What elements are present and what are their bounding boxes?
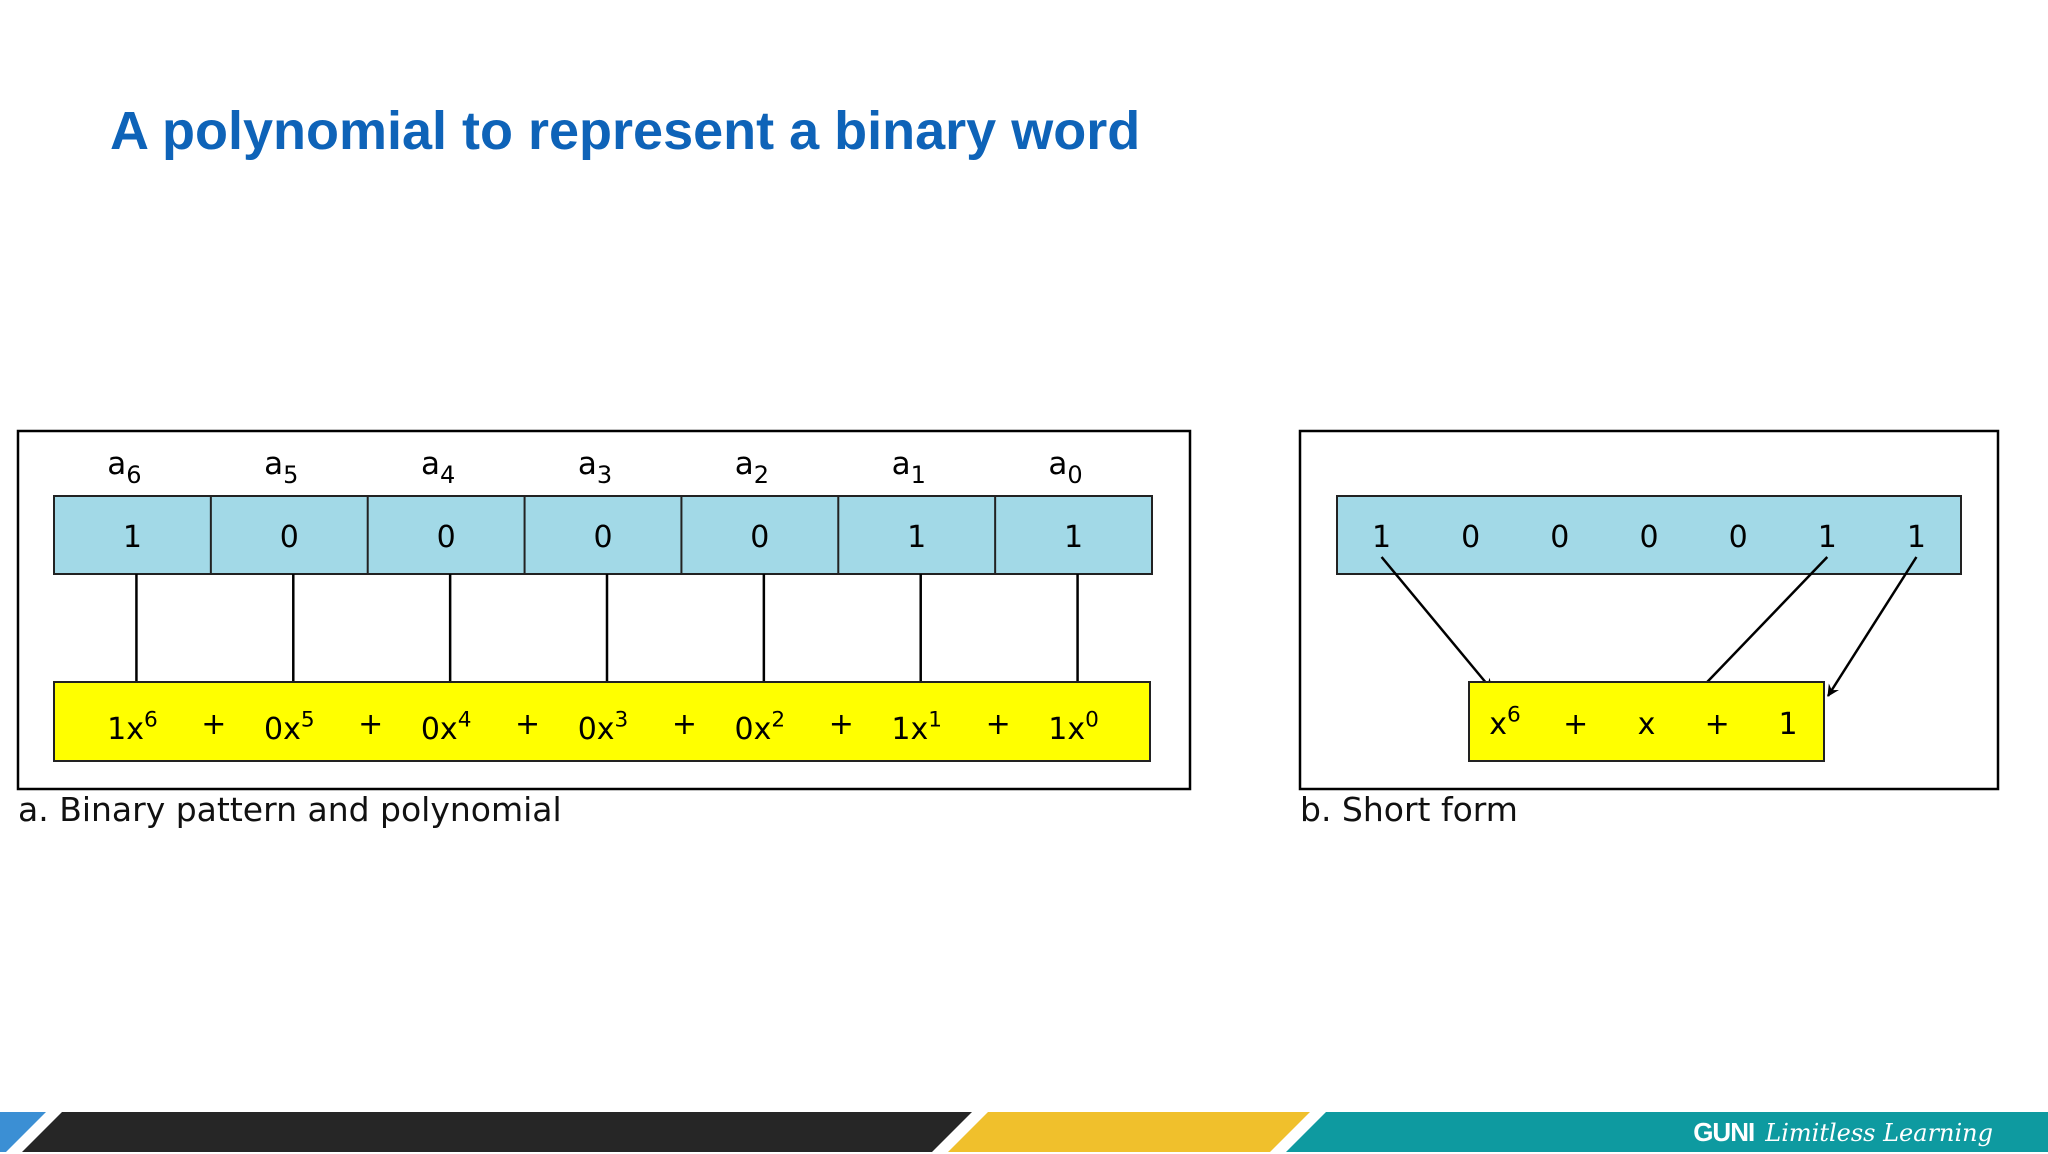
caption-short-form: b. Short form [1300,790,1518,829]
short-form-polynomial-background [1468,681,1825,762]
caption-binary-pattern: a. Binary pattern and polynomial [18,790,562,829]
brand-logo: GUNI Limitless Learning [1693,1114,1993,1150]
short-form-arrow [1380,556,1493,691]
plus-operator: + [515,707,540,742]
plus-operator: + [201,707,226,742]
short-form-term: 1 [1778,707,1797,742]
bit-value: 0 [280,520,299,555]
polynomial-term: 1x6 [107,707,158,747]
bit-value: 0 [437,520,456,555]
polynomial-term: 0x2 [735,707,786,747]
bit-row: 1 0 0 0 0 1 1 [53,495,1153,575]
short-form-bit-value: 0 [1550,520,1569,555]
short-form-term: x6 [1489,702,1521,742]
plus-operator: + [829,707,854,742]
bit-to-term-arrows [130,574,1084,697]
footer-dark-stripe [22,1112,972,1152]
polynomial-term: 0x3 [578,707,629,747]
footer-blue-stripe [0,1112,46,1152]
coefficient-label: a5 [264,446,298,489]
coefficient-label: a6 [107,446,141,489]
short-form-term: x [1638,707,1656,742]
short-form-bit-value: 0 [1461,520,1480,555]
bit-row-background [53,495,1153,575]
coefficient-label: a0 [1048,446,1082,489]
short-form-arrow [1826,556,1918,697]
brand-tagline: Limitless Learning [1765,1119,1993,1147]
coefficient-labels: a6 a5 a4 a3 a2 a1 a0 [107,446,1082,489]
footer-teal-stripe [1286,1112,2048,1152]
bit-value: 1 [1064,520,1083,555]
short-form-plus-operator: + [1705,707,1730,742]
short-form-bit-value: 1 [1818,520,1837,555]
plus-operator: + [358,707,383,742]
polynomial-row-background [53,681,1151,762]
polynomial-row: 1x6 +0x5 +0x4 +0x3 +0x2 +1x1 +1x0 [53,681,1151,762]
footer-yellow-stripe [948,1112,1310,1152]
brand-name: GUNI [1693,1117,1755,1147]
short-form-polynomial-row: x6 + x +1 [1468,681,1825,762]
short-form-bit-value: 1 [1907,520,1926,555]
coefficient-label: a2 [735,446,769,489]
bit-value: 0 [593,520,612,555]
short-form-bit-row-background [1336,495,1962,575]
footer-bar [0,1112,2048,1152]
short-form-bit-row: 1 0 0 0 0 1 1 [1336,495,1962,575]
short-form-bit-value: 1 [1372,520,1391,555]
coefficient-label: a3 [578,446,612,489]
slide-title: A polynomial to represent a binary word [110,101,1141,161]
bit-value: 1 [907,520,926,555]
coefficient-label: a1 [892,446,926,489]
short-form-arrow [1687,556,1829,703]
coefficient-label: a4 [421,446,455,489]
short-form-bit-value: 0 [1729,520,1748,555]
plus-operator: + [672,707,697,742]
short-form-arrows [1380,556,1918,703]
polynomial-term: 0x5 [264,707,315,747]
short-form-bit-value: 0 [1639,520,1658,555]
bit-value: 1 [123,520,142,555]
polynomial-term: 1x1 [891,707,942,747]
short-form-plus-operator: + [1563,707,1588,742]
polynomial-term: 1x0 [1048,707,1099,747]
plus-operator: + [986,707,1011,742]
polynomial-term: 0x4 [421,707,472,747]
bit-value: 0 [750,520,769,555]
